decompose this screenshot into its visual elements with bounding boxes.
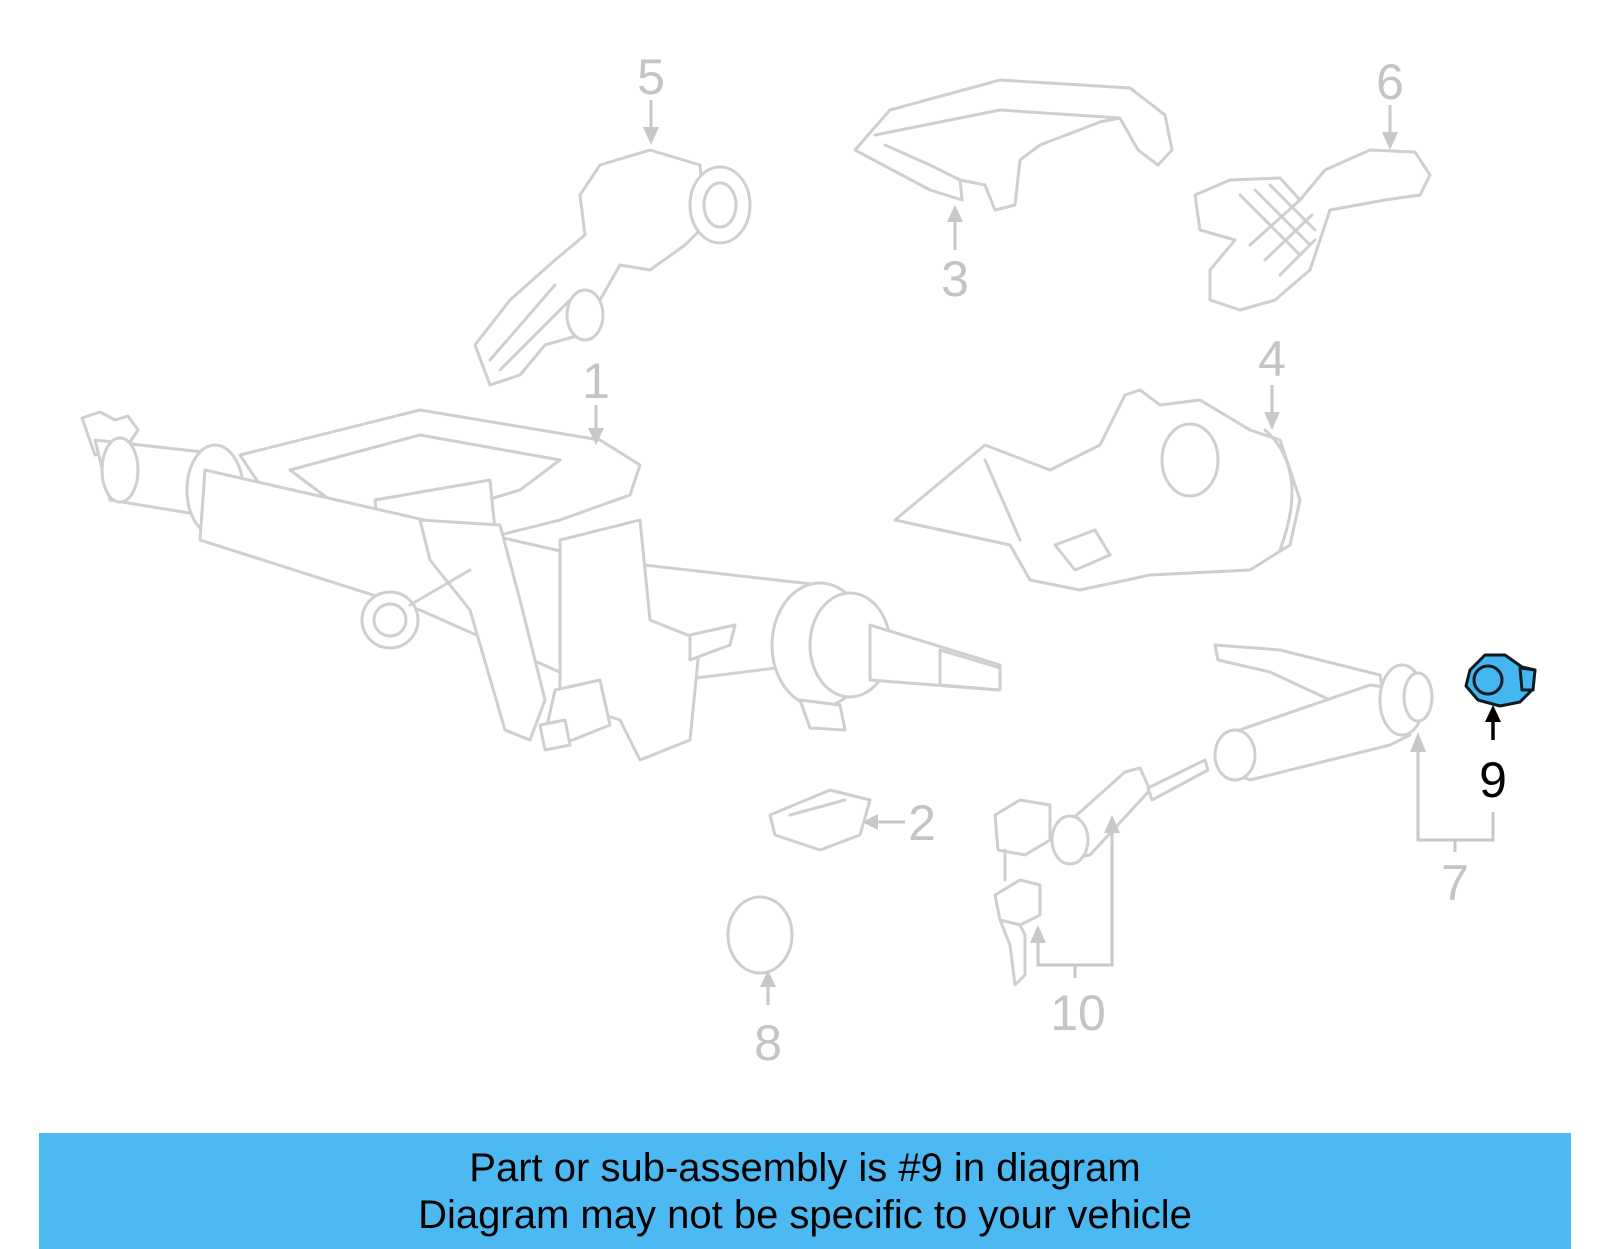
callout-1: 1 — [582, 353, 610, 445]
callout-4: 4 — [1258, 331, 1286, 430]
callout-7: 7 — [1410, 732, 1495, 911]
part-6-wiper-switch[interactable] — [1193, 148, 1432, 312]
part-number-label: 5 — [637, 49, 665, 105]
callout-5: 5 — [637, 49, 665, 145]
callout-10: 10 — [1030, 815, 1120, 1041]
callout-6: 6 — [1376, 54, 1404, 150]
callout-3: 3 — [941, 205, 969, 307]
part-2-bracket[interactable] — [768, 788, 872, 852]
part-1-steering-column[interactable] — [80, 408, 1002, 762]
part-number-label: 8 — [754, 1015, 782, 1071]
part-number-label: 2 — [908, 795, 936, 851]
info-banner: Part or sub-assembly is #9 in diagram Di… — [39, 1133, 1571, 1249]
parts-diagram: 1 2 3 4 — [80, 49, 1537, 1071]
part-4-lower-cover[interactable] — [893, 388, 1302, 592]
part-10-lock-cylinder-keys[interactable] — [993, 758, 1210, 987]
banner-part-note: Part or sub-assembly is #9 in diagram — [469, 1146, 1141, 1190]
callout-9: 9 — [1479, 705, 1507, 808]
part-number-label: 10 — [1050, 985, 1106, 1041]
part-number-label: 9 — [1479, 752, 1507, 808]
part-8-cap[interactable] — [726, 895, 794, 975]
part-3-upper-cover[interactable] — [853, 78, 1174, 212]
part-number-label: 3 — [941, 251, 969, 307]
part-7-lock-housing[interactable] — [1213, 643, 1434, 782]
part-5-turn-signal-switch[interactable] — [473, 148, 752, 387]
banner-disclaimer: Diagram may not be specific to your vehi… — [418, 1193, 1192, 1237]
part-number-label: 1 — [582, 353, 610, 409]
part-number-label: 4 — [1258, 331, 1286, 387]
part-9-highlighted[interactable] — [1464, 653, 1537, 708]
part-number-label: 6 — [1376, 54, 1404, 110]
part-number-label: 7 — [1441, 855, 1469, 911]
callout-8: 8 — [754, 970, 782, 1071]
callout-2: 2 — [862, 795, 936, 851]
